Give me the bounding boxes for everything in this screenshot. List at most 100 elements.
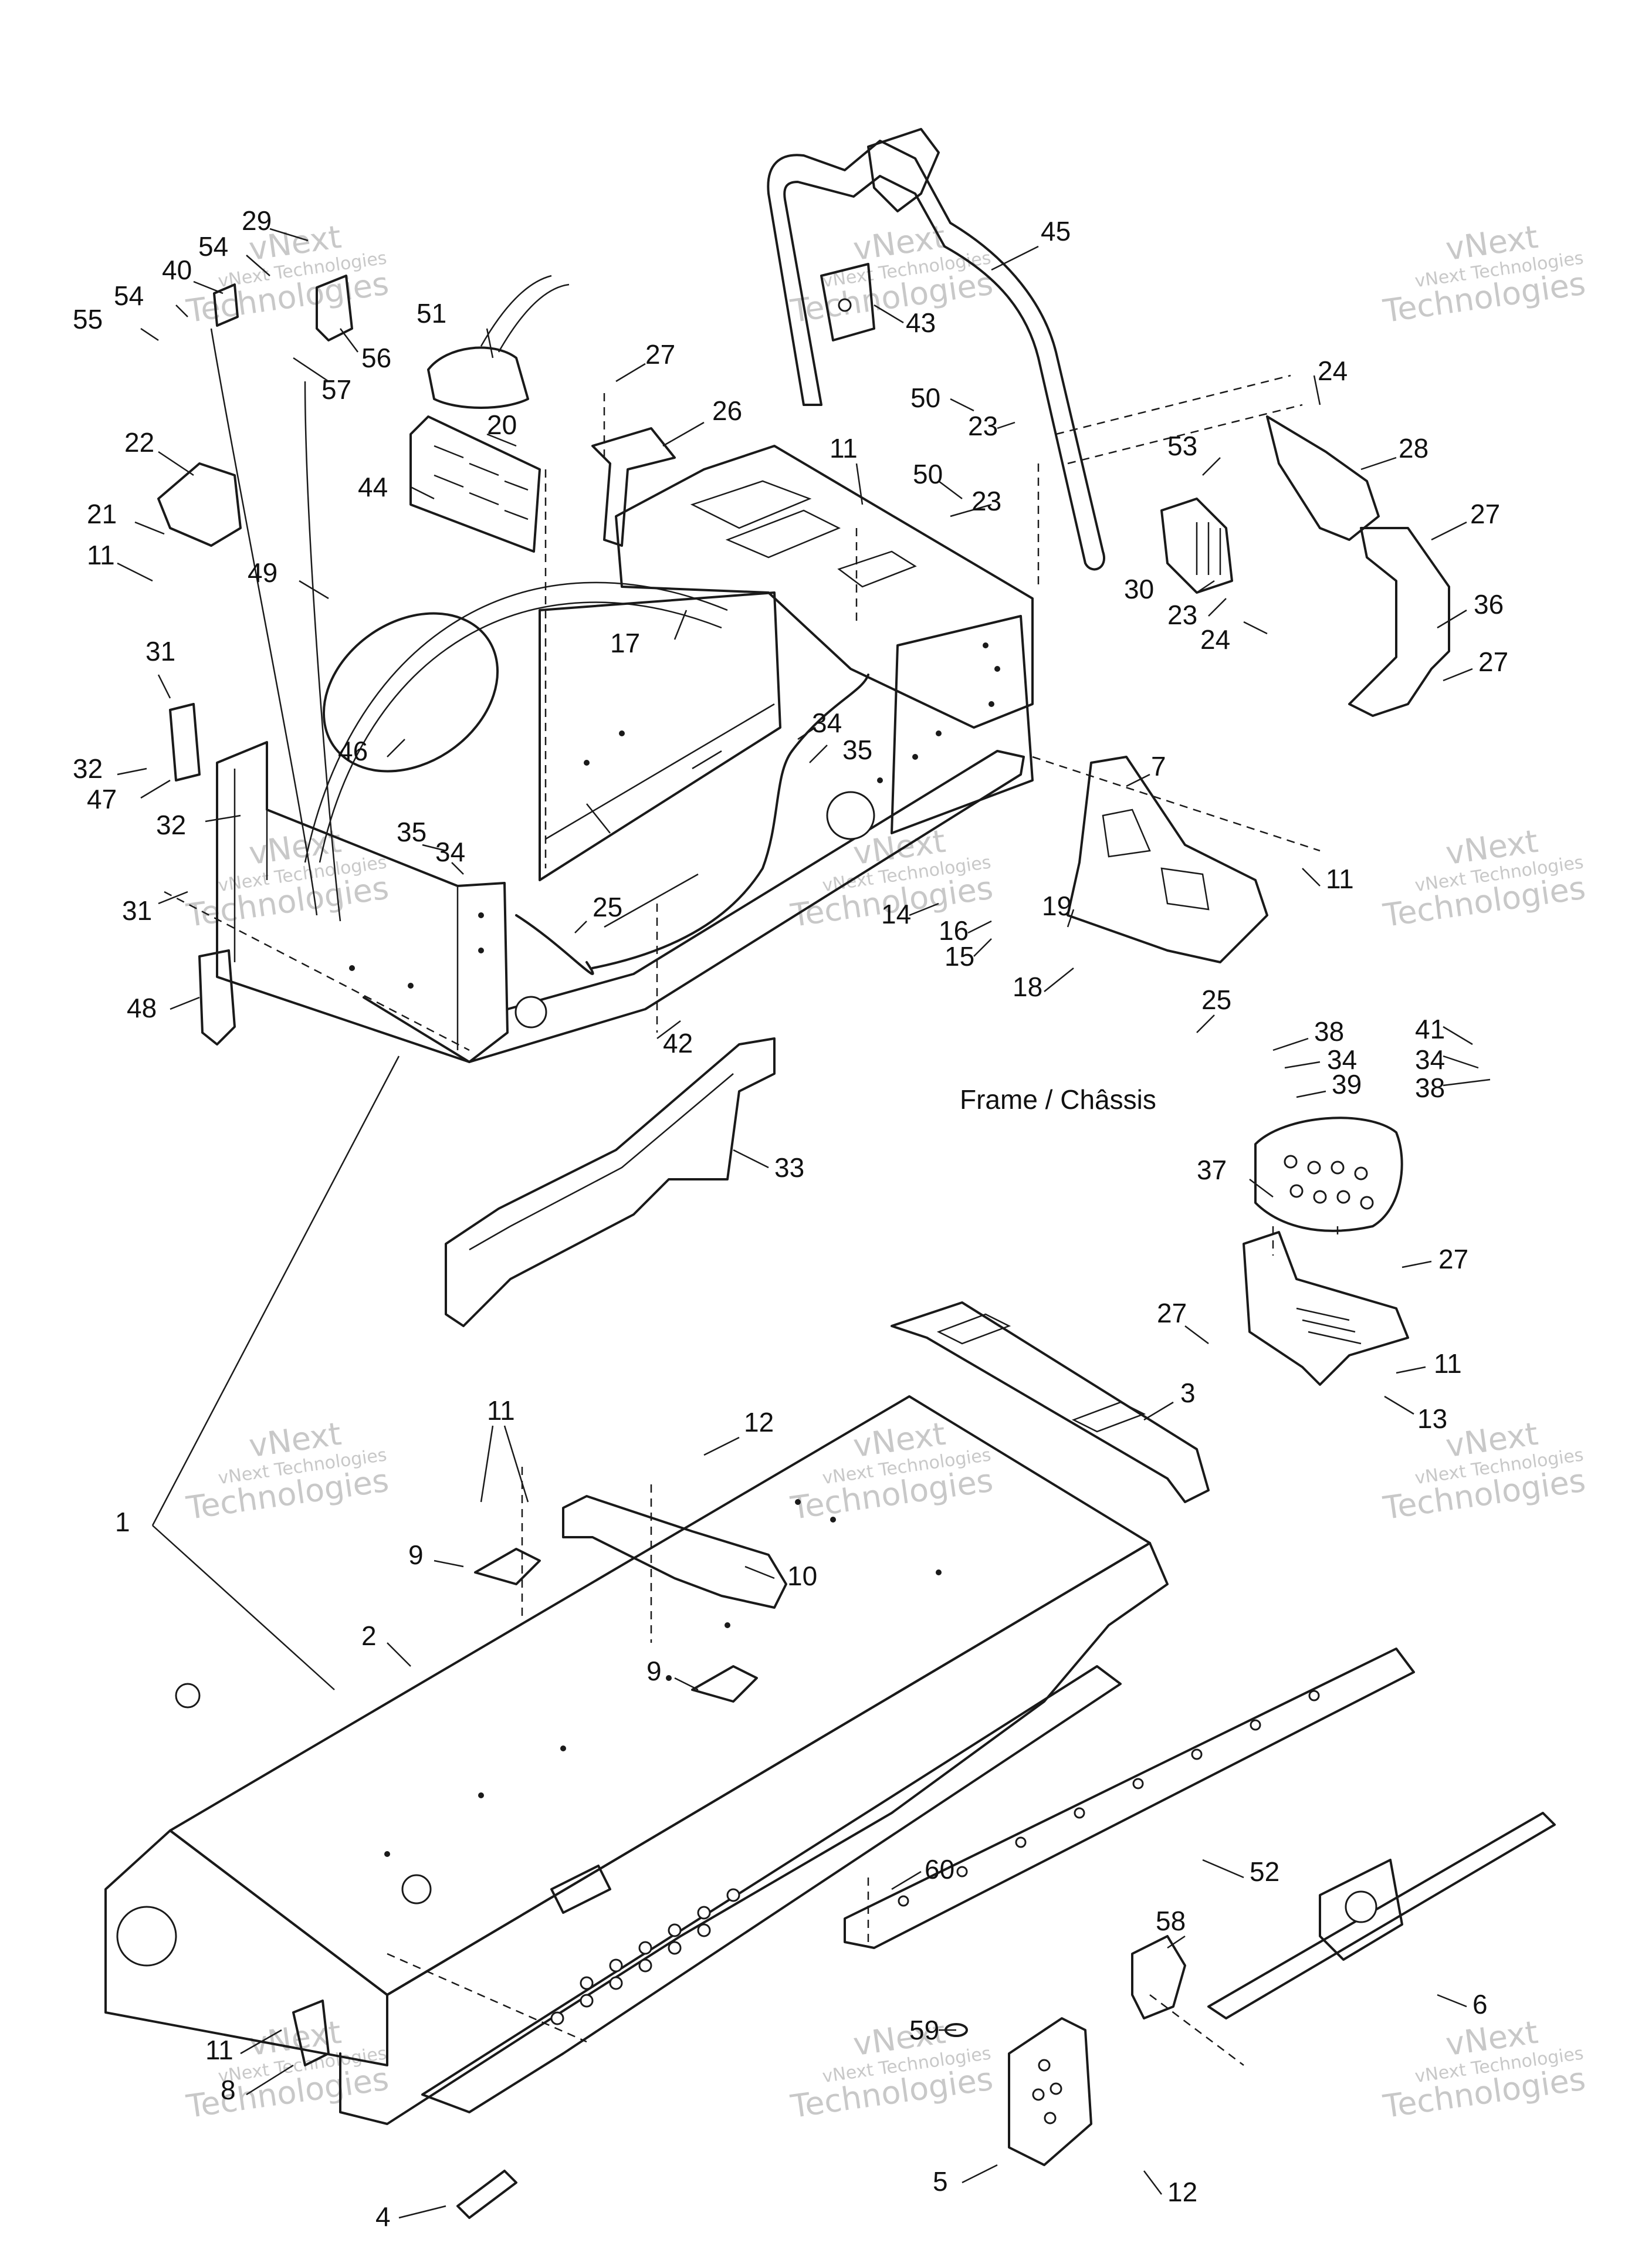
callout-label: 35 <box>842 735 872 765</box>
part-7-cutout <box>1102 808 1210 911</box>
front-frame-harness <box>210 328 728 922</box>
callout-label: 12 <box>1167 2177 1197 2207</box>
front-frame-floor-ribs <box>545 703 775 928</box>
tunnel-hole <box>401 1874 432 1904</box>
callout-label: 8 <box>221 2075 236 2105</box>
front-frame-assembly <box>210 328 1034 1063</box>
leader-lines <box>117 228 1491 2219</box>
callout-label: 33 <box>774 1152 804 1183</box>
callout-label: 11 <box>830 433 858 464</box>
steering-tube-outer <box>767 140 1105 571</box>
callout-label: 19 <box>1042 891 1072 921</box>
callout-label: 12 <box>744 1407 774 1437</box>
front-frame-right-wall <box>891 615 1034 834</box>
tunnel-cooler-cutout <box>550 1865 611 1914</box>
watermark: vNext vNext Technologies Technologies <box>1380 2014 1587 2125</box>
part-47-bracket <box>169 703 201 782</box>
callout-label: 34 <box>1327 1044 1357 1075</box>
callout-label: 20 <box>487 410 517 440</box>
callout-label: 47 <box>87 784 117 814</box>
part-6-plate <box>1319 1859 1403 1961</box>
tunnel-running-board <box>421 1665 1122 2113</box>
callout-label: 52 <box>1250 1856 1279 1887</box>
callout-label: 11 <box>205 2035 233 2065</box>
callout-label: 5 <box>933 2166 948 2197</box>
part-37-holes <box>1284 1155 1374 1210</box>
watermark: vNext vNext Technologies Technologies <box>788 1415 995 1527</box>
callout-label: 32 <box>73 753 103 784</box>
callout-label: 32 <box>156 810 186 840</box>
callout-label: 31 <box>122 895 152 926</box>
watermark: vNext vNext Technologies Technologies <box>1380 218 1587 330</box>
steering-tube-bracket <box>867 128 940 212</box>
callout-label: 17 <box>610 628 640 658</box>
callout-label: 11 <box>1326 864 1354 894</box>
callout-label: 27 <box>1157 1298 1187 1328</box>
callout-label: 3 <box>1180 1378 1196 1408</box>
callout-label: 60 <box>925 1854 954 1885</box>
part-51-cables <box>480 275 570 353</box>
callout-label: 15 <box>945 941 974 972</box>
tunnel-assembly <box>104 1301 1210 2219</box>
callout-label: 25 <box>593 892 622 922</box>
callout-label: 13 <box>1417 1403 1447 1434</box>
watermark: vNext vNext Technologies Technologies <box>788 218 995 330</box>
front-frame-bulkhead-opening <box>322 612 499 773</box>
callout-label: 56 <box>361 343 391 373</box>
part-58-clip <box>1131 1935 1186 2019</box>
callout-label: 31 <box>145 636 175 667</box>
part-52-rail <box>844 1648 1415 1949</box>
part-8-plate <box>292 2000 330 2066</box>
part-40-clip <box>213 283 239 327</box>
callout-label: 24 <box>1318 356 1348 386</box>
watermark: vNext vNext Technologies Technologies <box>184 823 391 934</box>
callout-label: 23 <box>968 411 998 441</box>
frame-hole <box>826 791 875 840</box>
callout-label: 25 <box>1201 985 1231 1015</box>
part-4-rod <box>456 2170 517 2219</box>
callout-label: 50 <box>910 383 940 413</box>
callout-label: 9 <box>646 1656 662 1686</box>
callout-label: 29 <box>242 205 272 236</box>
callout-label: 7 <box>1151 751 1166 782</box>
callout-label: 23 <box>1167 600 1197 630</box>
frame-hole <box>838 298 852 312</box>
front-frame-tunnel-curve <box>515 674 869 975</box>
callout-label: 30 <box>1124 574 1154 604</box>
callout-label: 11 <box>1434 1348 1462 1379</box>
lower-right-parts <box>292 1648 1556 2166</box>
part-20-slots <box>434 445 529 520</box>
running-board-holes <box>550 1888 740 2025</box>
part-51-grommet <box>427 346 529 409</box>
callout-label: 27 <box>645 339 675 370</box>
callout-label: 40 <box>162 255 192 285</box>
part-13-mount <box>1243 1231 1409 1386</box>
part-22-bracket <box>157 462 242 547</box>
callout-label: 6 <box>1472 1989 1488 2019</box>
tunnel-left-side <box>104 1829 388 2066</box>
callout-label: 35 <box>397 817 426 847</box>
callout-label: 46 <box>338 736 368 766</box>
part-37-heat-shield <box>1254 1117 1403 1232</box>
callout-label: 22 <box>124 427 154 458</box>
callout-label: 11 <box>87 540 115 570</box>
steering-support-plate <box>820 263 875 341</box>
frame-hole <box>514 996 547 1029</box>
part-33-inner <box>469 1073 734 1251</box>
callout-label: 45 <box>1041 216 1071 246</box>
watermark: vNext vNext Technologies Technologies <box>184 218 391 330</box>
callout-label: 34 <box>1415 1044 1445 1075</box>
callout-label: 16 <box>939 915 969 946</box>
callout-label: 14 <box>881 899 911 929</box>
callout-label: 55 <box>73 304 103 334</box>
callout-label: 9 <box>408 1540 424 1570</box>
callout-label: 58 <box>1156 1906 1186 1936</box>
watermark: vNext vNext Technologies Technologies <box>1380 823 1587 934</box>
part-3-slots <box>936 1313 1146 1433</box>
part-6-rail <box>1207 1812 1556 2019</box>
tunnel-hole <box>175 1683 201 1709</box>
callout-label: 38 <box>1314 1016 1344 1047</box>
callout-label: 49 <box>248 557 277 588</box>
part-7-mount <box>1067 756 1268 963</box>
